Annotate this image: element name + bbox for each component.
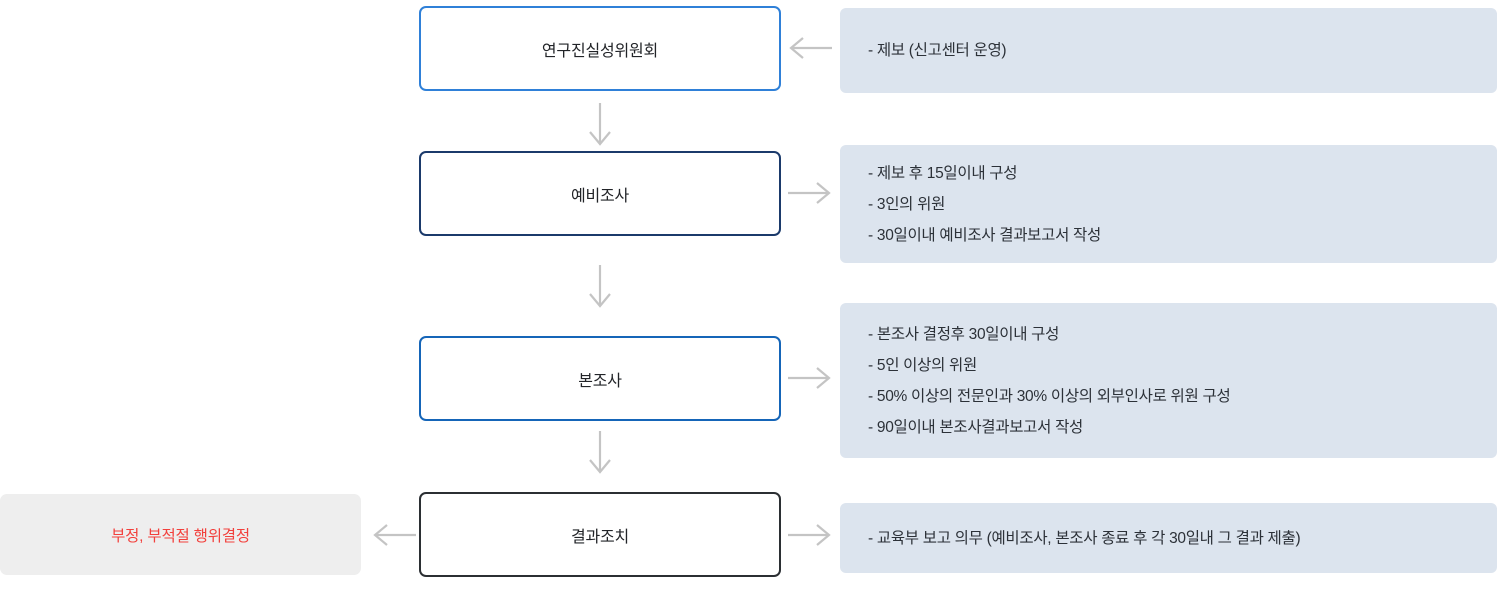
step-label: 본조사	[578, 372, 622, 390]
outcome-box-misconduct-decision[interactable]: 부정, 부적절 행위결정	[0, 494, 361, 575]
detail-line: - 제보 후 15일이내 구성	[868, 164, 1018, 182]
detail-panel-result-action: - 교육부 보고 의무 (예비조사, 본조사 종료 후 각 30일내 그 결과 …	[840, 503, 1497, 573]
step-label: 연구진실성위원회	[541, 42, 659, 60]
detail-line: - 5인 이상의 위원	[868, 356, 977, 374]
step-box-result-action[interactable]: 결과조치	[419, 492, 781, 577]
step-box-committee[interactable]: 연구진실성위원회	[419, 6, 781, 91]
detail-panel-main-investigation: - 본조사 결정후 30일이내 구성 - 5인 이상의 위원 - 50% 이상의…	[840, 303, 1497, 458]
arrow-left-icon-2	[370, 521, 418, 549]
detail-line: - 본조사 결정후 30일이내 구성	[868, 325, 1060, 343]
step-label: 예비조사	[570, 187, 630, 205]
step-box-main-investigation[interactable]: 본조사	[419, 336, 781, 421]
arrow-right-icon-1	[786, 179, 834, 207]
detail-line: - 제보 (신고센터 운영)	[868, 42, 1007, 59]
step-label: 결과조치	[570, 528, 630, 546]
detail-line: - 50% 이상의 전문인과 30% 이상의 외부인사로 위원 구성	[868, 387, 1231, 405]
detail-line: - 3인의 위원	[868, 195, 946, 213]
detail-panel-preliminary-investigation: - 제보 후 15일이내 구성 - 3인의 위원 - 30일이내 예비조사 결과…	[840, 145, 1497, 263]
detail-line: - 교육부 보고 의무 (예비조사, 본조사 종료 후 각 30일내 그 결과 …	[868, 529, 1301, 547]
detail-line: - 30일이내 예비조사 결과보고서 작성	[868, 226, 1101, 244]
arrow-left-icon	[786, 34, 834, 62]
detail-line: - 90일이내 본조사결과보고서 작성	[868, 418, 1084, 436]
connector-down-icon-3	[586, 429, 614, 477]
connector-down-icon-1	[586, 101, 614, 149]
connector-down-icon-2	[586, 263, 614, 311]
arrow-right-icon-2	[786, 364, 834, 392]
arrow-right-icon-3	[786, 521, 834, 549]
detail-panel-committee: - 제보 (신고센터 운영)	[840, 8, 1497, 93]
step-box-preliminary-investigation[interactable]: 예비조사	[419, 151, 781, 236]
outcome-label: 부정, 부적절 행위결정	[111, 527, 250, 545]
